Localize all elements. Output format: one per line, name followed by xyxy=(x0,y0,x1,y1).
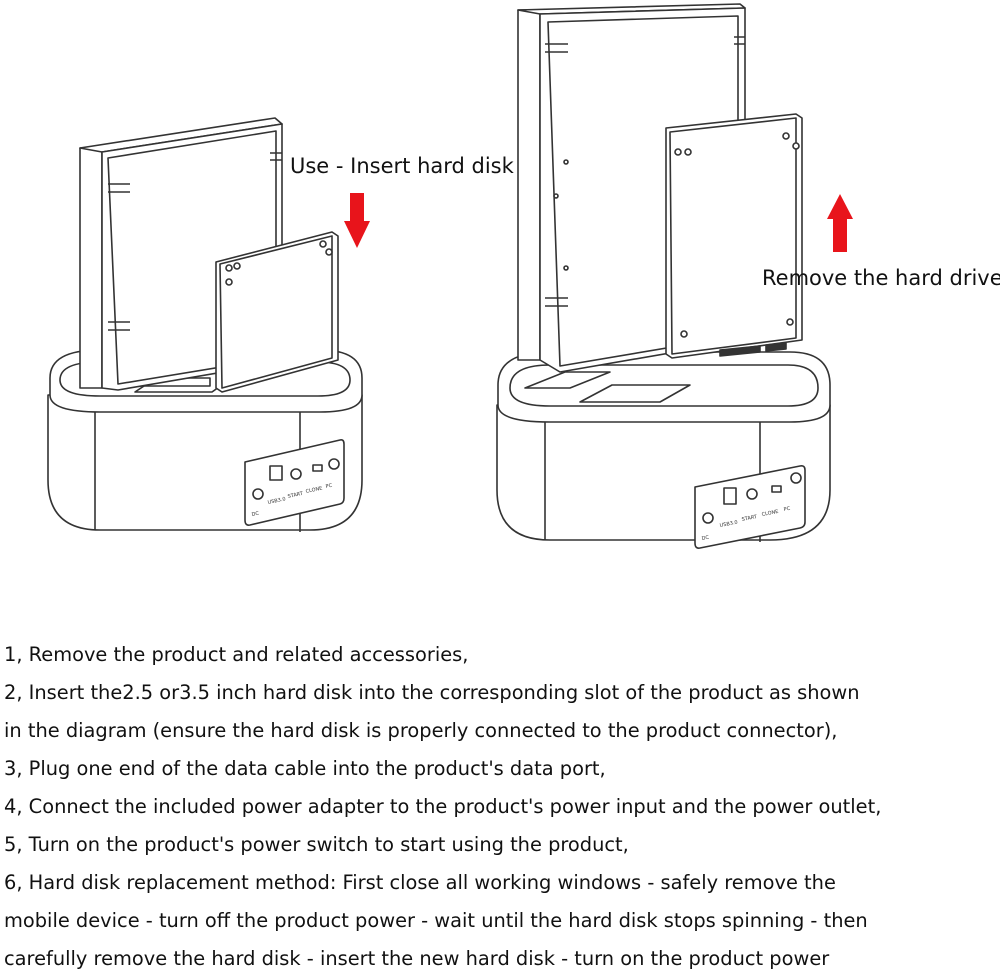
insert-label: Use - Insert hard disk xyxy=(290,154,514,178)
remove-label: Remove the hard drive xyxy=(762,266,1000,290)
step-line: 5, Turn on the product's power switch to… xyxy=(4,833,629,856)
port-label-start: START xyxy=(741,514,758,523)
right-docking-station: DC USB3.0 START CLONE PC xyxy=(496,351,831,549)
port-label-pc: PC xyxy=(325,483,333,490)
step-line: 6, Hard disk replacement method: First c… xyxy=(4,871,836,894)
step-line: 3, Plug one end of the data cable into t… xyxy=(4,757,606,780)
port-label-usb: USB3.0 xyxy=(267,496,286,506)
illustration: DC USB3.0 START CLONE PC xyxy=(47,3,853,549)
step-line: 4, Connect the included power adapter to… xyxy=(4,795,882,818)
port-label-pc: PC xyxy=(783,506,791,513)
instruction-steps: 1, Remove the product and related access… xyxy=(4,636,996,978)
step-line: mobile device - turn off the product pow… xyxy=(4,909,868,932)
right-port-panel xyxy=(694,465,806,549)
port-label-start: START xyxy=(287,491,304,500)
insert-arrow-icon xyxy=(344,193,370,248)
left-2-5-inch-drive xyxy=(215,231,339,393)
remove-arrow-icon xyxy=(827,194,853,252)
right-2-5-inch-drive xyxy=(665,113,803,359)
step-line: 1, Remove the product and related access… xyxy=(4,643,469,666)
port-label-clone: CLONE xyxy=(761,509,779,518)
port-label-dc: DC xyxy=(251,510,260,518)
port-label-dc: DC xyxy=(701,535,710,542)
step-line: 2, Insert the2.5 or3.5 inch hard disk in… xyxy=(4,681,860,704)
step-line: carefully remove the hard disk - insert … xyxy=(4,947,830,970)
left-port-panel xyxy=(244,439,345,526)
port-label-usb: USB3.0 xyxy=(719,520,738,529)
step-line: in the diagram (ensure the hard disk is … xyxy=(4,719,838,742)
port-label-clone: CLONE xyxy=(305,486,323,495)
